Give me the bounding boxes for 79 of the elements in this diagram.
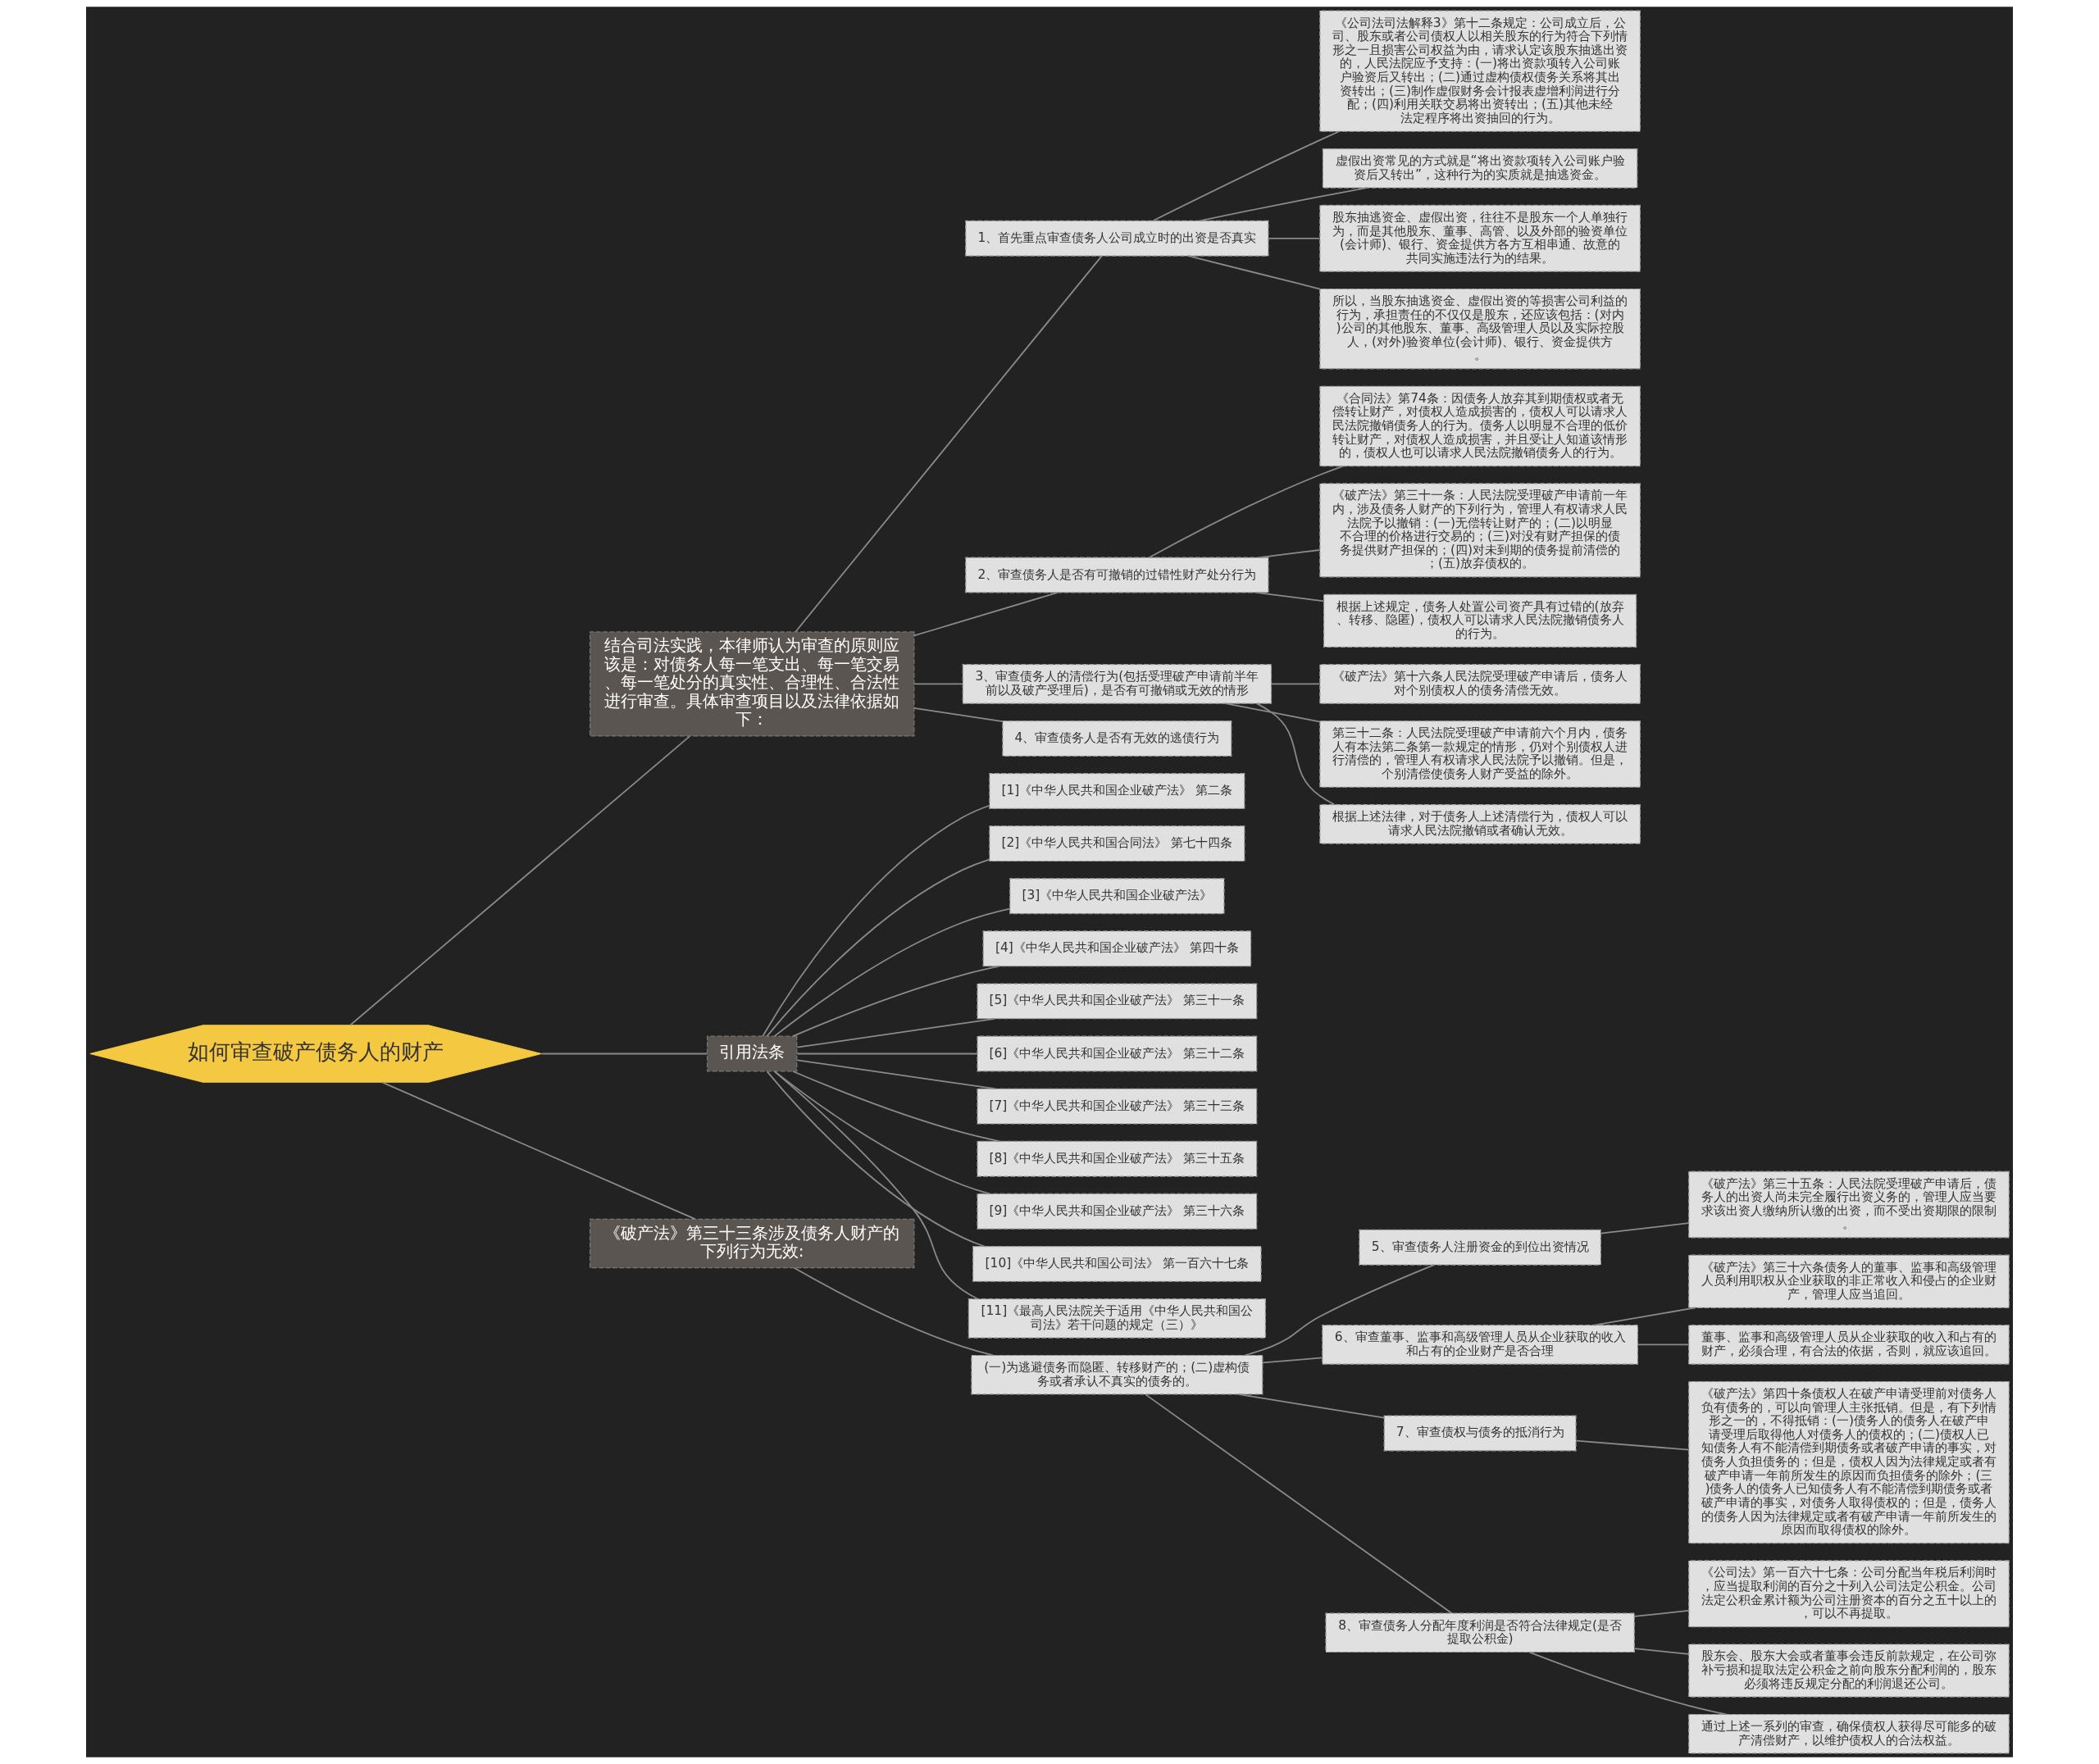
connector <box>1145 1393 1453 1614</box>
connector <box>1575 1439 1690 1451</box>
node-box: 《合同法》第74条：因债务人放弃其到期债权或者无偿转让财产，对债权人造成损害的，债权人可以请求人民法院撤销债务人的行为。债务人以明显不合理的低价转让财产，对债权人造成损害，并且受让人知道该情形的，债权人也可以请求人民法院撤销债务人的行为。 <box>1319 385 1641 467</box>
connector <box>1259 549 1321 558</box>
node-box: 1、首先重点审查债务人公司成立时的出资是否真实 <box>965 220 1269 257</box>
connector <box>1256 702 1336 806</box>
node-box: (一)为逃避债务而隐匿、转移财产的；(二)虚构债务或者承认不真实的债务的。 <box>971 1354 1263 1395</box>
connector <box>381 1081 696 1221</box>
connector <box>773 1071 979 1300</box>
connector <box>913 683 963 685</box>
node-box: 2、审查债务人是否有可撤销的过错性财产处分行为 <box>965 557 1269 593</box>
node-box: [10]《中华人民共和国公司法》 第一百六十七条 <box>972 1245 1262 1282</box>
node-box: 《破产法》第三十六条债务人的董事、监事和高级管理人员利用职权从企业获取的非正常收入和侵占的企业财产，管理人应当追回。 <box>1688 1254 2010 1308</box>
connector <box>1528 1651 1728 1716</box>
connector <box>774 907 1011 1037</box>
node-box: 7、审查债权与债务的抵消行为 <box>1383 1415 1577 1452</box>
node-box: [7]《中华人民共和国企业破产法》 第三十三条 <box>977 1088 1258 1125</box>
connector <box>1637 1343 1690 1346</box>
node-box: 第三十二条：人民法院受理破产申请前六个月内，债务人有本法第二条第一款规定的情形，仍对个别债权人进行清偿的，管理人有权请求人民法院予以撤销。但是，个别清偿使债务人财产受益的除外。 <box>1319 720 1641 788</box>
node-box: 《公司法司法解释3》第十二条规定：公司成立后，公司、股东或者公司债权人以相关股东的行为符合下列情形之一且损害公司权益为由，请求认定该股东抽逃出资的，人民法院应予支持：(一)将出资款项转入公司账户验资后又转出；(二)通过虚构债权债务关系将其出资转出；(三)制作虚假财务会计报表虚增利润进行分配；(四)利用关联交易将出资转出；(五)其他未经法定程序将出资抽回的行为。 <box>1319 10 1641 132</box>
connector <box>796 1052 978 1055</box>
connector <box>1152 130 1340 222</box>
connector <box>1633 1610 1690 1617</box>
node-box: 虚假出资常见的方式就是“将出资款项转入公司账户验资后又转出”，这种行为的实质就是抽逃资金。 <box>1322 148 1638 189</box>
node-box: 股东抽逃资金、虚假出资，往往不是股东一个人单独行为，而是其他股东、董事、高管、以及外部的验资单位(会计师)、银行、资金提供方各方互相串通、故意的共同实施违法行为的结果。 <box>1319 204 1641 272</box>
connector <box>796 1059 996 1090</box>
node-box: 《公司法》第一百六十七条：公司分配当年税后利润时，应当提取利润的百分之十列入公司法定公积金。公司法定公积金累计额为公司注册资本的百分之五十以上的，可以不再提取。 <box>1688 1560 2010 1628</box>
connector <box>1255 592 1325 602</box>
node-box: 引用法条 <box>707 1035 798 1072</box>
node-box: 3、审查债务人的清偿行为(包括受理破产申请前半年前以及破产受理后)，是否有可撤销或无效的情形 <box>962 664 1273 704</box>
node-box: [4]《中华人民共和国企业破产法》 第四十条 <box>982 930 1252 967</box>
connector <box>793 1266 995 1357</box>
connector <box>774 1071 990 1195</box>
connector <box>540 1052 708 1055</box>
node-box: [8]《中华人民共和国企业破产法》 第三十五条 <box>977 1140 1258 1177</box>
node-box: [3]《中华人民共和国企业破产法》 <box>1009 878 1225 915</box>
connector <box>792 1071 1001 1143</box>
node-box: 根据上述法律，对于债务人上述清偿行为，债权人可以请求人民法院撤销或者确认无效。 <box>1319 804 1641 844</box>
connector <box>762 804 990 1037</box>
node-box: [9]《中华人民共和国企业破产法》 第三十六条 <box>977 1193 1258 1230</box>
connector <box>349 735 691 1026</box>
connector <box>796 1017 996 1048</box>
connector <box>1149 465 1345 558</box>
connector <box>1262 1357 1323 1364</box>
node-box: [11]《最高人民法院关于适用《中华人民共和国公司法》若干问题的规定（三）》 <box>968 1298 1266 1339</box>
node-box: [6]《中华人民共和国企业破产法》 第三十二条 <box>977 1035 1258 1072</box>
node-box: 结合司法实践，本律师认为审查的原则应该是：对债务人每一笔支出、每一笔交易、每一笔处分的真实性、合理性、合法性进行审查。具体审查项目以及法律依据如下： <box>590 631 915 737</box>
node-box: 根据上述规定，债务人处置公司资产具有过错的(放弃、转移、隐匿)，债权人可以请求人民法院撤销债务人的行为。 <box>1323 593 1637 648</box>
node-box: 《破产法》第三十三条涉及债务人财产的下列行为无效: <box>590 1218 915 1269</box>
connector <box>1244 1264 1435 1357</box>
connector <box>1593 1307 1696 1326</box>
connector <box>1633 1648 1690 1655</box>
connector <box>1270 683 1321 685</box>
node-box: 通过上述一系列的审查，确保债权人获得尽可能多的破产清偿财产，以维护债权人的合法权益。 <box>1688 1713 2010 1754</box>
node-box: [2]《中华人民共和国合同法》 第七十四条 <box>989 825 1245 862</box>
node-box: 8、审查债务人分配年度利润是否符合法律规定(是否提取公积金) <box>1325 1612 1635 1653</box>
node-box: 董事、监事和高级管理人员从企业获取的收入和占有的财产，必须合理，有合法的依据，否则，就应该追回。 <box>1688 1325 2010 1365</box>
connector <box>1237 1393 1385 1419</box>
connector <box>913 592 1059 637</box>
connector <box>766 1071 986 1248</box>
connector <box>1268 237 1321 239</box>
node-box: 《破产法》第三十五条：人民法院受理破产申请后，债务人的出资人尚未完全履行出资义务的，管理人应当要求该出资人缴纳所认缴的出资，而不受出资期限的限制。 <box>1688 1171 2010 1239</box>
connector <box>1224 702 1321 723</box>
connector <box>795 255 1103 633</box>
connector <box>766 858 990 1037</box>
node-box: [5]《中华人民共和国企业破产法》 第三十一条 <box>977 983 1258 1020</box>
connector <box>913 707 1004 723</box>
node-box: 4、审查债务人是否有无效的逃债行为 <box>1002 720 1232 757</box>
connector <box>792 965 1001 1037</box>
node-box: 股东会、股东大会或者董事会违反前款规定，在公司弥补亏损和提取法定公积金之前向股东分配利润的，股东必须将违反规定分配的利润退还公司。 <box>1688 1644 2010 1698</box>
connector <box>1187 255 1321 290</box>
node-box: [1]《中华人民共和国企业破产法》 第二条 <box>989 773 1245 809</box>
node-box: 《破产法》第四十条债权人在破产申请受理前对债务人负有债务的，可以向管理人主张抵销。但是，有下列情形之一的，不得抵销：(一)债务人的债务人在破产申请受理后取得他人对债务人的债权的；(二)债权人已知债务人有不能清偿到期债务或者破产申请的事实，对债务人负担债务的；但是，债权人因为法律规定或者有破产申请一年前所发生的原因而负担债务的除外；(三)债务人的债务人已知债务人有不能清偿到期债务或者破产申请的事实，对债务人取得债权的；但是，债务人的债务人因为法律规定或者有破产申请一年前所发生的原因而取得债权的除外。 <box>1688 1380 2010 1544</box>
node-box: 5、审查债务人注册资金的到位出资情况 <box>1359 1229 1601 1266</box>
node-box: 《破产法》第十六条人民法院受理破产申请后，债务人对个别债权人的债务清偿无效。 <box>1319 664 1641 704</box>
node-box: 6、审查董事、监事和高级管理人员从企业获取的收入和占有的企业财产是否合理 <box>1322 1325 1638 1365</box>
node-box: 《破产法》第三十一条：人民法院受理破产申请前一年内，涉及债务人财产的下列行为，管理人有权请求人民法院予以撤销：(一)无偿转让财产的；(二)以明显不合理的价格进行交易的；(三)对没有财产担保的债务提供财产担保的；(四)对未到期的债务提前清偿的；(五)放弃债权的。 <box>1319 483 1641 578</box>
node-box: 所以，当股东抽逃资金、虚假出资的等损害公司利益的行为，承担责任的不仅仅是股东，还应该包括：(对内)公司的其他股东、董事、高级管理人员以及实际控股人，(对外)验资单位(会计师)、银行、资金提供方。 <box>1319 288 1641 370</box>
connector <box>1600 1222 1690 1234</box>
